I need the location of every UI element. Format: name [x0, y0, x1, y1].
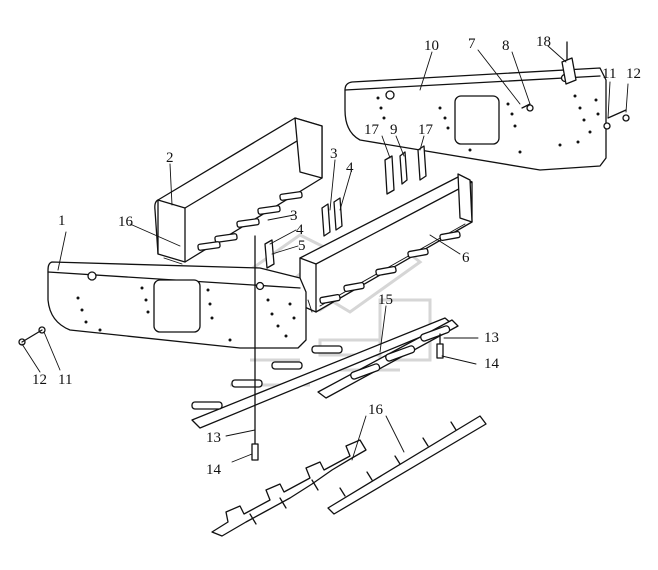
floor-slots	[197, 191, 461, 305]
callout-9: 9	[390, 122, 398, 138]
callout-5: 5	[298, 238, 306, 254]
callout-14-left: 14	[206, 462, 222, 478]
fasteners	[18, 41, 630, 461]
callout-3-lower: 3	[290, 208, 298, 224]
callout-12-left: 12	[32, 372, 47, 388]
callout-3-upper: 3	[330, 146, 338, 162]
part-6-channel	[299, 173, 473, 313]
callout-14-right: 14	[484, 356, 500, 372]
callout-15: 15	[378, 292, 393, 308]
callout-17-right: 17	[418, 122, 434, 138]
parts-3-4-5-brackets	[264, 145, 427, 269]
callout-4-upper: 4	[346, 160, 354, 176]
callout-16-lower: 16	[368, 402, 384, 418]
callout-11-right: 11	[602, 66, 616, 82]
callout-18: 18	[536, 34, 551, 50]
callout-17-left: 17	[364, 122, 380, 138]
callout-labels: 1 2 3 3 4 4 5 6 7 8 9 10 11 11 12 12 13 …	[32, 34, 641, 478]
callout-10: 10	[424, 38, 439, 54]
callout-13-left: 13	[206, 430, 221, 446]
callout-2: 2	[166, 150, 174, 166]
callout-6: 6	[462, 250, 470, 266]
callout-1: 1	[58, 213, 66, 229]
callout-12-right: 12	[626, 66, 641, 82]
part-1-lower-plate	[47, 261, 307, 349]
callout-11-left: 11	[58, 372, 72, 388]
callout-13-right: 13	[484, 330, 499, 346]
part-15-bars	[191, 317, 459, 429]
callout-4-lower: 4	[296, 222, 304, 238]
callout-7: 7	[468, 36, 476, 52]
part-16-comb-plates	[211, 415, 487, 537]
callout-8: 8	[502, 38, 510, 54]
part-2-box	[154, 117, 323, 265]
callout-16-upper: 16	[118, 214, 134, 230]
leader-lines	[21, 45, 629, 463]
part-10-upper-plate	[344, 67, 607, 171]
